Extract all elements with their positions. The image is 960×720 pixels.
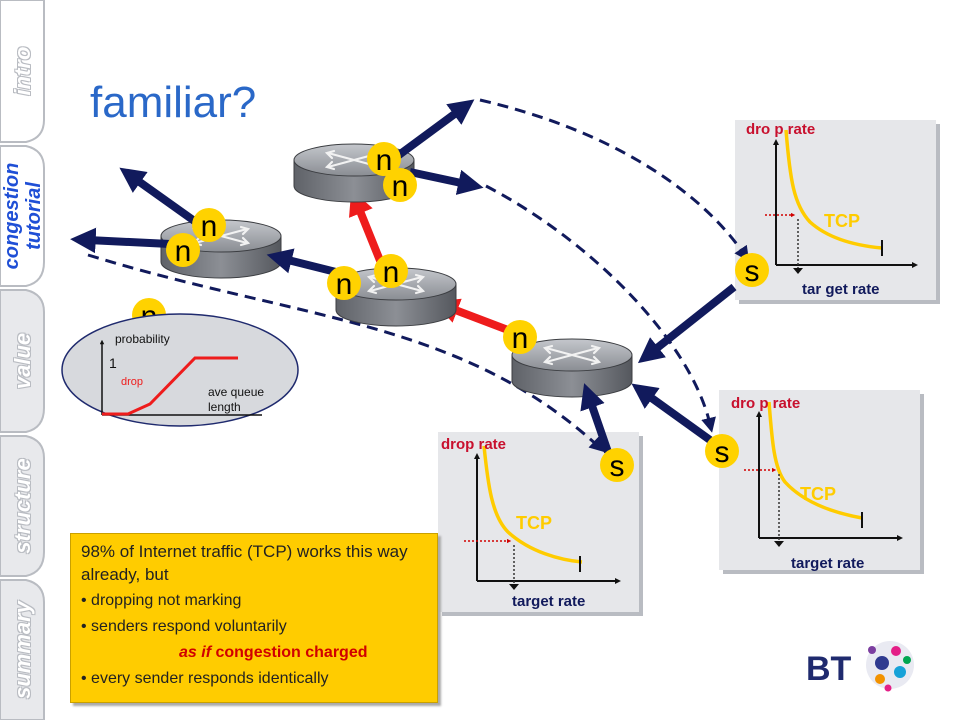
tcp-graph-top-right: dro p rate TCP tar get rate <box>746 121 918 298</box>
svg-text:n: n <box>392 170 409 203</box>
graph-panel-mid-right <box>719 390 924 574</box>
svg-text:s: s <box>745 255 760 288</box>
bt-logo: BT <box>806 641 914 692</box>
bt-globe-icon <box>866 641 914 692</box>
neutral-marker: n <box>383 168 417 203</box>
note-red-line: as if congestion charged <box>179 644 368 661</box>
svg-text:n: n <box>336 268 353 301</box>
neutral-marker: n <box>192 208 226 243</box>
tcp-graph-mid-right-ylabel: dro p rate <box>731 395 800 412</box>
slide-title: familiar? <box>90 78 257 127</box>
svg-text:s: s <box>715 436 730 469</box>
tcp-graph-bottom-center-curve-label: TCP <box>516 513 552 533</box>
sender-marker: s <box>600 448 634 483</box>
neutral-marker: n <box>367 142 401 177</box>
feedback-dashed-arrows <box>87 98 750 453</box>
neutral-marker: n <box>374 254 408 289</box>
red-graph-tick: 1 <box>109 355 117 371</box>
tcp-graph-bottom-center: drop rate TCP target rate <box>441 436 621 610</box>
red-path-arrows <box>349 189 510 334</box>
note-bullet: • every sender responds identically <box>81 670 329 687</box>
svg-text:n: n <box>512 322 529 355</box>
svg-text:n: n <box>376 144 393 177</box>
bt-logo-text: BT <box>806 650 852 688</box>
note-bullet: • senders respond voluntarily <box>81 618 287 635</box>
sender-marker: s <box>735 253 769 288</box>
neutral-marker: n <box>166 233 200 268</box>
note-bullet: • dropping not marking <box>81 592 242 609</box>
tcp-graph-mid-right: dro p rate TCP target rate <box>731 395 903 572</box>
svg-text:n: n <box>383 256 400 289</box>
tcp-graph-mid-right-xlabel: target rate <box>791 555 864 572</box>
red-graph-xlabel-line2: length <box>208 400 241 414</box>
note-bullet-list: • dropping not marking • senders respond… <box>81 588 427 692</box>
neutral-marker: n <box>327 266 361 301</box>
svg-text:s: s <box>610 450 625 483</box>
red-graph-xlabel-line1: ave queue <box>208 385 264 399</box>
red-graph-ylabel: probability <box>115 332 170 346</box>
red-graph-curve-label: drop <box>121 376 143 388</box>
node-markers: n n n n n n n n s s s <box>132 142 769 483</box>
tcp-graph-top-right-ylabel: dro p rate <box>746 121 815 138</box>
dark-flow-arrows <box>70 99 737 454</box>
tcp-graph-top-right-xlabel: tar get rate <box>802 281 880 298</box>
note-lead-text: 98% of Internet traffic (TCP) works this… <box>81 542 408 584</box>
sender-marker: s <box>705 434 739 469</box>
tcp-graph-bottom-center-ylabel: drop rate <box>441 436 506 453</box>
tcp-graph-top-right-curve-label: TCP <box>824 211 860 231</box>
svg-text:n: n <box>175 235 192 268</box>
sidebar-background <box>0 0 45 720</box>
tcp-graph-bottom-center-xlabel: target rate <box>512 593 585 610</box>
explanation-note: 98% of Internet traffic (TCP) works this… <box>70 533 438 703</box>
neutral-marker: n <box>503 320 537 355</box>
tcp-graph-mid-right-curve-label: TCP <box>800 484 836 504</box>
red-drop-probability-graph: probability 1 drop ave queue length <box>61 313 299 427</box>
svg-text:n: n <box>201 210 218 243</box>
